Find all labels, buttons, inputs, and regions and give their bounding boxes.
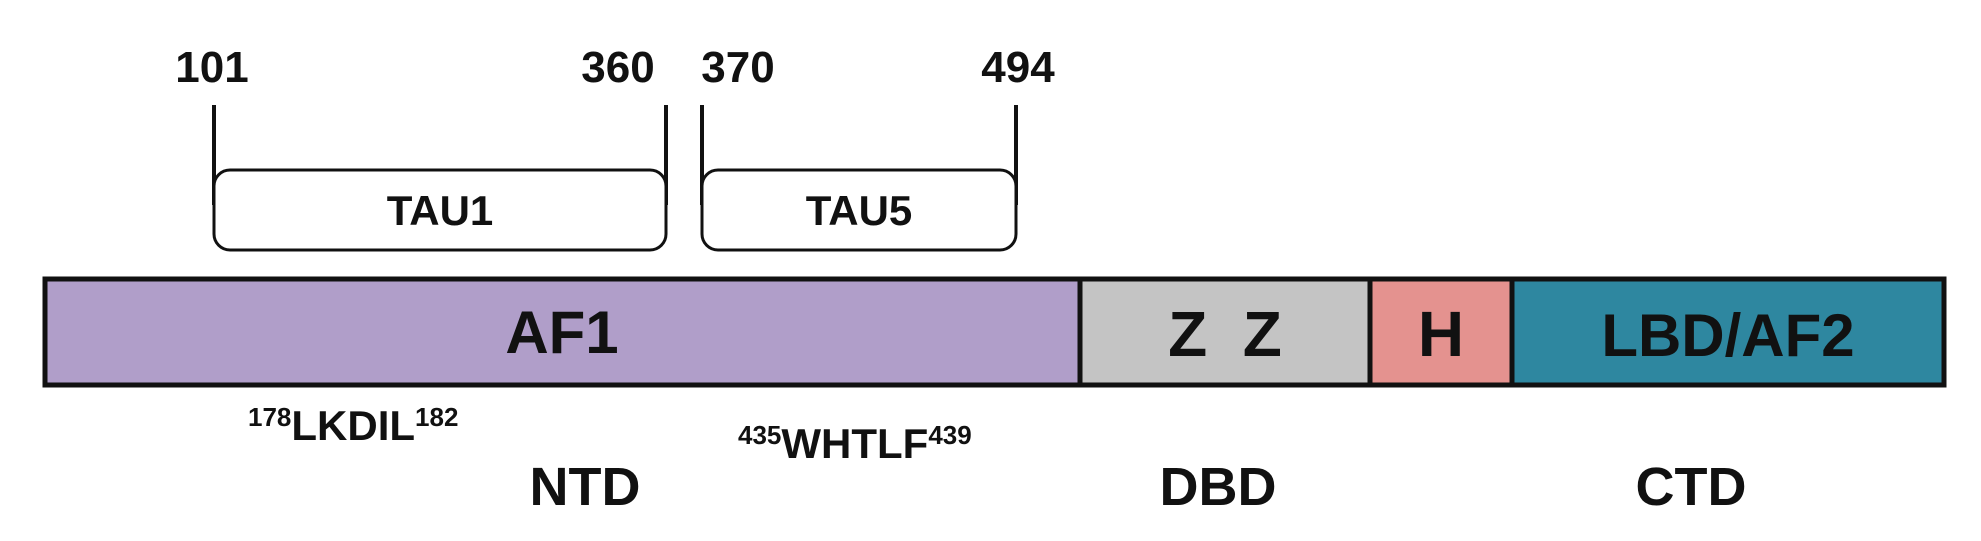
dbd-label: DBD	[1160, 457, 1277, 517]
lbd-af2-domain	[1509, 276, 1947, 388]
zinc-finger-domain	[1077, 276, 1373, 388]
lbd-af2-label: LBD/AF2	[1601, 302, 1854, 369]
af1-label: AF1	[505, 299, 618, 366]
motif-whtlf-end: 439	[928, 420, 971, 450]
domain-bar: AF1 Z Z H LBD/AF2	[42, 276, 1947, 388]
motif-lkdil-sequence: LKDIL	[291, 402, 415, 449]
zinc-finger-label: Z Z	[1168, 298, 1282, 370]
ctd-label: CTD	[1636, 457, 1747, 517]
motif-lkdil: 178LKDIL182	[248, 402, 458, 449]
hinge-domain	[1367, 276, 1515, 388]
motif-lkdil-end: 182	[415, 402, 458, 432]
tau1-bracket: TAU1	[212, 105, 668, 252]
hinge-label: H	[1418, 298, 1464, 370]
motif-whtlf-start: 435	[738, 420, 781, 450]
tau1-box	[212, 168, 668, 252]
tau5-bracket: TAU5	[700, 105, 1018, 252]
ntd-label: NTD	[530, 457, 641, 517]
tau5-label: TAU5	[806, 187, 913, 234]
position-tau5-end: 494	[981, 43, 1055, 92]
motif-lkdil-start: 178	[248, 402, 291, 432]
tau1-label: TAU1	[387, 187, 494, 234]
motif-whtlf-sequence: WHTLF	[781, 420, 928, 467]
tau5-box	[700, 168, 1018, 252]
position-tau5-start: 370	[701, 43, 774, 92]
motif-whtlf: 435WHTLF439	[738, 420, 972, 467]
position-tau1-end: 360	[581, 43, 654, 92]
position-tau1-start: 101	[175, 43, 248, 92]
